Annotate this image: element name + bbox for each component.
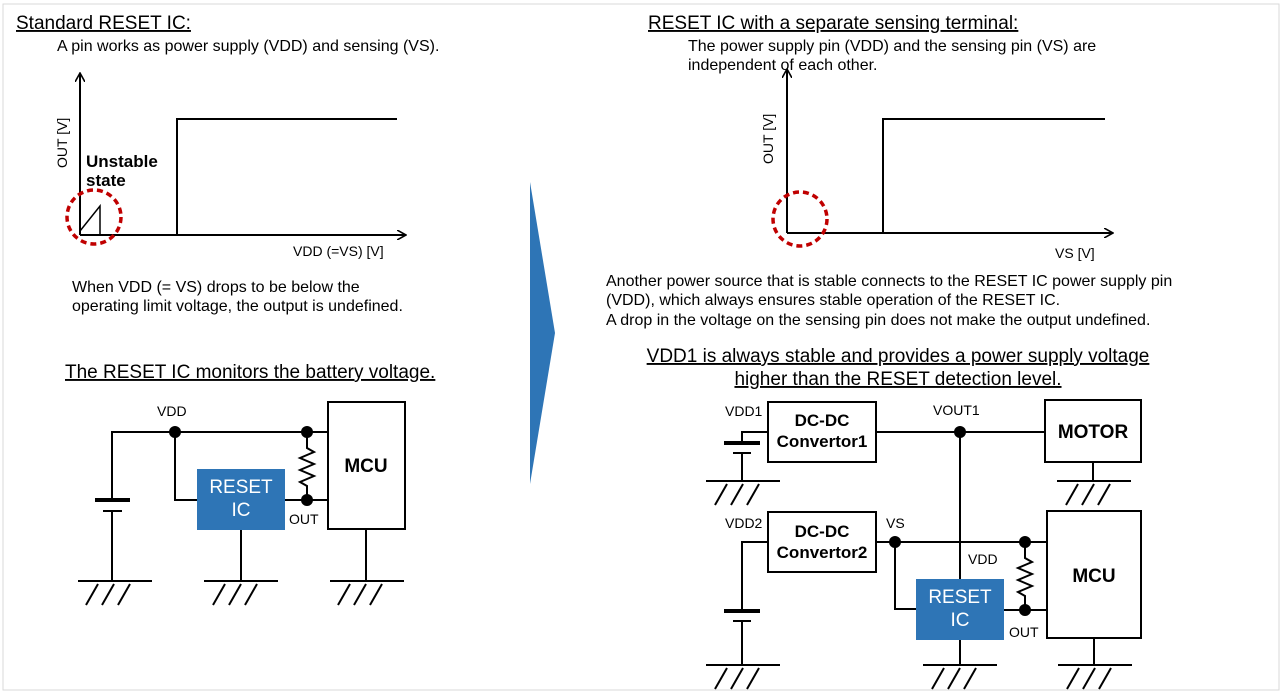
left-title: Standard RESET IC: (16, 13, 191, 34)
left-reset-ic-box (197, 469, 285, 530)
vdd2-ground-icon (706, 664, 780, 690)
left-graph: OUT [V] VDD (=VS) [V] Unstable state (54, 74, 405, 259)
dcdc-convertor2-label-line2: Convertor2 (777, 543, 868, 562)
left-battery-ground-icon (78, 580, 152, 606)
right-graph-output-curve (787, 118, 1105, 234)
left-pullup-resistor (297, 432, 317, 500)
vdd2-wire (741, 541, 768, 611)
left-circuit: VDD RESET IC OUT (78, 401, 406, 606)
right-title: RESET IC with a separate sensing termina… (648, 13, 1018, 34)
ic-vs-wire (894, 542, 916, 610)
right-subtitle-line2: independent of each other. (688, 57, 878, 74)
right-ic-vdd-label: VDD (968, 551, 998, 567)
left-out-label: OUT (289, 511, 319, 527)
right-note-line1: Another power source that is stable conn… (606, 273, 1172, 290)
left-ic-ground-icon (204, 580, 278, 606)
left-circuit-title: The RESET IC monitors the battery voltag… (65, 362, 435, 383)
left-mcu-ground-icon (330, 580, 404, 606)
vout1-label: VOUT1 (933, 402, 980, 418)
right-mcu-ground-icon (1058, 664, 1132, 690)
left-graph-output-curve (80, 118, 397, 236)
right-mcu-label: MCU (1072, 566, 1115, 587)
left-unstable-circle (65, 188, 123, 246)
right-graph: OUT [V] VS [V] (760, 70, 1112, 261)
vs-label: VS (886, 515, 905, 531)
motor-label: MOTOR (1058, 422, 1129, 443)
dcdc-convertor2-box (767, 511, 877, 573)
right-pullup-resistor (1015, 542, 1035, 610)
right-circuit-title-line2: higher than the RESET detection level. (734, 369, 1061, 390)
left-mcu-label: MCU (344, 456, 387, 477)
left-ic-vdd-wire (174, 432, 197, 501)
left-note-line2: operating limit voltage, the output is u… (72, 298, 403, 315)
vdd1-wire (741, 431, 768, 443)
unstable-label-line1: Unstable (86, 152, 158, 171)
right-graph-ylabel: OUT [V] (760, 114, 776, 164)
left-reset-ic-label-line2: IC (232, 500, 251, 521)
right-reset-ic-box (916, 579, 1004, 640)
dcdc-convertor2-label-line1: DC-DC (795, 522, 850, 541)
right-ic-ground-icon (923, 664, 997, 690)
left-vdd-label: VDD (157, 403, 187, 419)
right-stable-circle (771, 190, 829, 248)
transition-arrow (530, 182, 555, 484)
right-circuit: VDD1 DC-DC Convertor1 VOUT1 VDD MOTOR (706, 399, 1142, 690)
left-graph-xlabel: VDD (=VS) [V] (293, 243, 384, 259)
outer-frame (2, 3, 1280, 691)
vdd1-label: VDD1 (725, 403, 763, 419)
vdd2-label: VDD2 (725, 515, 763, 531)
left-top-rail (111, 431, 328, 500)
dcdc-convertor1-label-line2: Convertor1 (777, 432, 868, 451)
vdd1-ground-icon (706, 480, 780, 506)
dcdc-convertor1-label-line1: DC-DC (795, 411, 850, 430)
right-graph-xlabel: VS [V] (1055, 245, 1095, 261)
motor-ground-icon (1057, 480, 1131, 506)
left-graph-ylabel: OUT [V] (54, 118, 70, 168)
right-out-label: OUT (1009, 624, 1039, 640)
right-subtitle-line1: The power supply pin (VDD) and the sensi… (688, 38, 1096, 55)
left-graph-unstable-curve (79, 203, 101, 235)
left-note-line1: When VDD (= VS) drops to be below the (72, 279, 360, 296)
right-note-line2: (VDD), which always ensures stable opera… (606, 292, 1060, 309)
right-reset-ic-label-line1: RESET (928, 587, 992, 608)
right-note-line3: A drop in the voltage on the sensing pin… (606, 312, 1150, 329)
unstable-label-line2: state (86, 171, 126, 190)
dcdc-convertor1-box (767, 401, 877, 463)
right-circuit-title-line1: VDD1 is always stable and provides a pow… (647, 346, 1150, 367)
right-reset-ic-label-line2: IC (951, 610, 970, 631)
left-subtitle: A pin works as power supply (VDD) and se… (57, 38, 439, 55)
left-reset-ic-label-line1: RESET (209, 477, 273, 498)
